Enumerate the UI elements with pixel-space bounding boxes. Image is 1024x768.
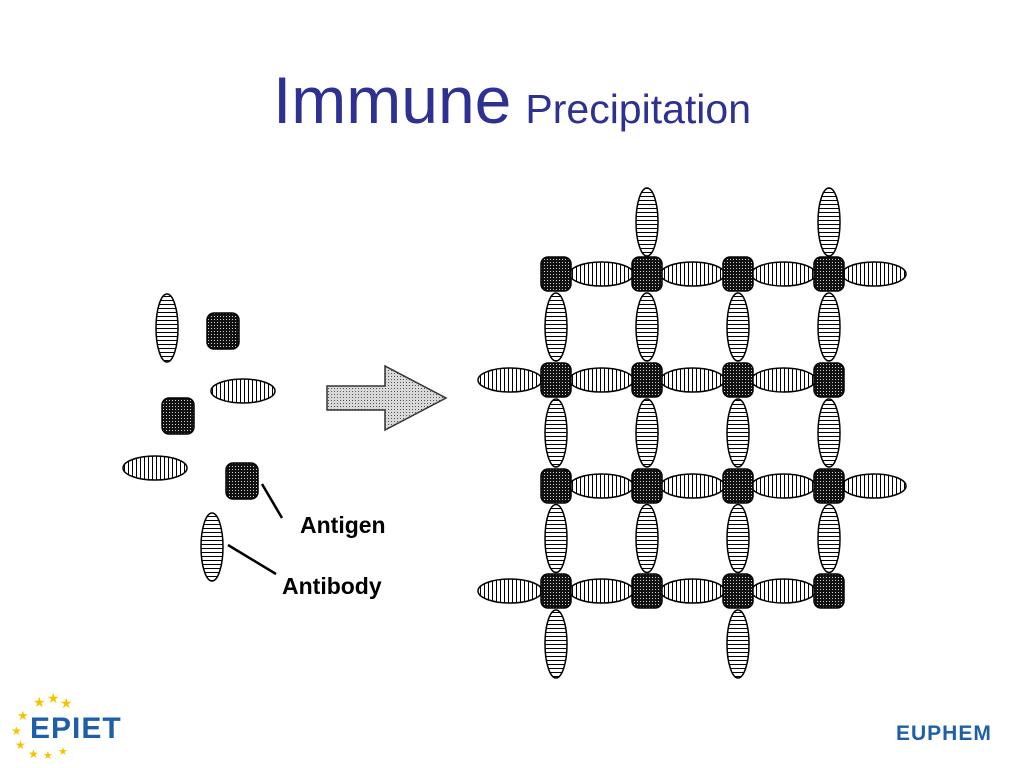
antibody-icon [477, 578, 543, 604]
epiet-logo: ★ ★ ★ ★ ★ ★ ★ ★ ★ EPIET [8, 688, 121, 760]
antigen-icon [225, 462, 259, 500]
antibody-icon [544, 398, 568, 468]
antibody-icon [817, 398, 841, 468]
antigen-icon [540, 468, 572, 504]
antibody-icon [635, 398, 659, 468]
svg-text:★: ★ [28, 747, 39, 760]
antigen-icon [813, 468, 845, 504]
antibody-icon [726, 503, 750, 574]
antibody-icon [635, 187, 659, 257]
svg-text:★: ★ [60, 695, 73, 711]
antigen-pointer-line [260, 483, 284, 519]
antibody-icon [568, 473, 635, 499]
slide-title: Immune Precipitation [0, 62, 1024, 138]
svg-text:★: ★ [11, 724, 22, 738]
antigen-icon [540, 573, 572, 609]
antigen-icon [540, 362, 572, 398]
antibody-icon [659, 578, 726, 604]
antibody-icon [659, 473, 726, 499]
antibody-icon [568, 578, 635, 604]
antibody-icon [726, 398, 750, 468]
arrow-right-icon [326, 364, 448, 432]
antibody-icon [544, 609, 568, 679]
antibody-icon [841, 261, 907, 287]
antigen-icon [631, 573, 663, 609]
antibody-icon [817, 503, 841, 574]
antibody-label: Antibody [282, 573, 382, 599]
antibody-icon [477, 367, 543, 393]
antibody-icon [122, 455, 188, 481]
svg-text:★: ★ [43, 750, 53, 760]
antigen-icon [540, 256, 572, 292]
svg-text:★: ★ [58, 746, 68, 758]
svg-text:★: ★ [15, 738, 26, 752]
antibody-icon [635, 292, 659, 362]
antibody-icon [155, 293, 179, 363]
antigen-icon [722, 362, 754, 398]
epiet-logo-text: EPIET [30, 712, 122, 745]
antigen-icon [631, 468, 663, 504]
antibody-icon [750, 473, 817, 499]
antibody-icon [544, 292, 568, 362]
antibody-icon [568, 261, 635, 287]
antibody-icon [200, 512, 224, 582]
antigen-icon [161, 397, 195, 435]
antigen-icon [722, 256, 754, 292]
antibody-icon [659, 261, 726, 287]
antigen-icon [631, 256, 663, 292]
svg-text:★: ★ [17, 708, 29, 723]
antigen-icon [206, 312, 240, 350]
title-main: Immune [272, 63, 512, 137]
antigen-icon [722, 468, 754, 504]
svg-text:★: ★ [33, 694, 46, 710]
antigen-icon [722, 573, 754, 609]
free-molecules [122, 293, 276, 582]
antibody-icon [726, 292, 750, 362]
antibody-pointer-line [227, 543, 277, 576]
antigen-icon [813, 256, 845, 292]
antigen-icon [813, 573, 845, 609]
antigen-icon [813, 362, 845, 398]
antibody-icon [726, 609, 750, 679]
antigen-label: Antigen [300, 512, 386, 538]
title-secondary: Precipitation [525, 86, 752, 132]
antibody-icon [750, 261, 817, 287]
antibody-icon [750, 578, 817, 604]
antibody-icon [841, 473, 907, 499]
antibody-icon [817, 187, 841, 257]
svg-text:★: ★ [47, 690, 60, 706]
antibody-icon [750, 367, 817, 393]
antibody-icon [568, 367, 635, 393]
precipitate-lattice [477, 187, 907, 679]
antigen-icon [631, 362, 663, 398]
antibody-icon [635, 503, 659, 574]
star-ring-icon: ★ ★ ★ ★ ★ ★ ★ ★ ★ [11, 690, 73, 760]
antibody-icon [659, 367, 726, 393]
euphem-logo: EUPHEM [896, 722, 992, 745]
antibody-icon [817, 292, 841, 362]
antibody-icon [210, 378, 276, 404]
antibody-icon [544, 503, 568, 574]
